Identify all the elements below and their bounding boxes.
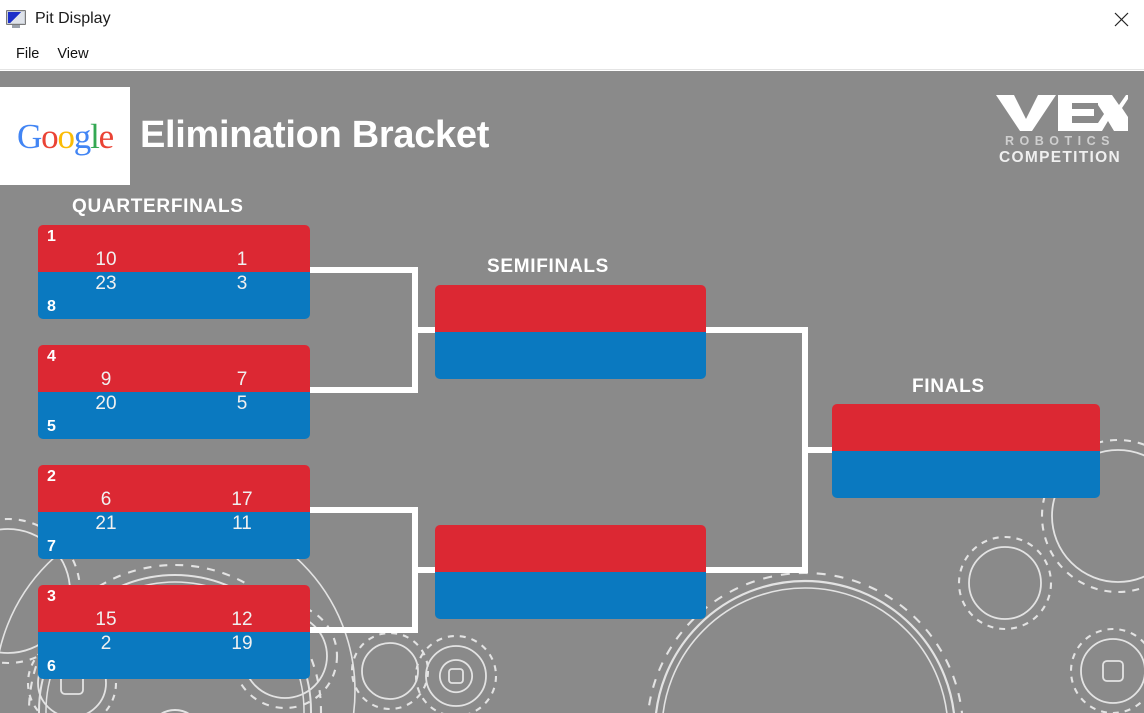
round-label-quarterfinals: QUARTERFINALS <box>72 196 244 217</box>
alliance-teams: 23 3 <box>38 273 310 295</box>
match-qf1[interactable]: 1 10 1 8 23 3 <box>38 225 310 319</box>
alliance-teams: 6 17 <box>38 489 310 511</box>
alliance-blue[interactable] <box>832 451 1100 498</box>
menu-item-view[interactable]: View <box>57 45 89 62</box>
team-number: 9 <box>100 369 112 390</box>
connector-sf1-horizontal <box>704 327 808 333</box>
sponsor-logo-google: Google <box>0 87 130 185</box>
connector-finals-stub <box>802 447 834 453</box>
team-number: 11 <box>232 513 252 534</box>
connector-sf2-horizontal <box>704 567 808 573</box>
google-letter-g2: g <box>73 116 92 156</box>
alliance-seed: 6 <box>47 658 56 675</box>
team-number: 21 <box>95 513 117 534</box>
page-title: Elimination Bracket <box>140 114 490 156</box>
vex-robotics-logo: ROBOTICS COMPETITION <box>986 89 1134 167</box>
alliance-red[interactable] <box>435 285 706 332</box>
alliance-blue[interactable]: 5 20 5 <box>38 392 310 439</box>
vex-wordmark-icon <box>996 95 1128 131</box>
alliance-blue[interactable]: 8 23 3 <box>38 272 310 319</box>
match-sf2[interactable] <box>435 525 706 619</box>
alliance-red[interactable]: 2 6 17 <box>38 465 310 512</box>
vex-robotics-text: ROBOTICS <box>1005 134 1115 148</box>
match-qf4[interactable]: 3 15 12 6 2 19 <box>38 585 310 679</box>
match-finals[interactable] <box>832 404 1100 498</box>
match-sf1[interactable] <box>435 285 706 379</box>
alliance-blue[interactable]: 7 21 11 <box>38 512 310 559</box>
connector-qf1-horizontal <box>308 267 418 273</box>
google-letter-g: G <box>17 116 42 156</box>
team-number: 6 <box>100 489 112 510</box>
alliance-seed: 5 <box>47 418 56 435</box>
alliance-red[interactable]: 1 10 1 <box>38 225 310 272</box>
alliance-teams: 15 12 <box>38 609 310 631</box>
google-letter-e: e <box>98 116 115 156</box>
round-label-semifinals: SEMIFINALS <box>487 256 610 277</box>
window-title: Pit Display <box>35 10 111 27</box>
team-number: 23 <box>95 273 117 294</box>
alliance-blue[interactable] <box>435 572 706 619</box>
alliance-teams: 21 11 <box>38 513 310 535</box>
team-number: 19 <box>231 633 253 654</box>
alliance-red[interactable] <box>435 525 706 572</box>
team-number: 5 <box>236 393 248 414</box>
alliance-seed: 7 <box>47 538 56 555</box>
alliance-seed: 2 <box>47 468 56 485</box>
alliance-seed: 1 <box>47 228 56 245</box>
connector-sf1-stub <box>412 327 438 333</box>
connector-qf2-horizontal <box>308 387 418 393</box>
alliance-teams: 20 5 <box>38 393 310 415</box>
title-bar: Pit Display <box>0 0 1144 38</box>
team-number: 10 <box>95 249 117 270</box>
google-wordmark: Google <box>17 116 115 156</box>
team-number: 15 <box>95 609 117 630</box>
team-number: 3 <box>236 273 248 294</box>
round-label-finals: FINALS <box>912 376 985 397</box>
team-number: 2 <box>100 633 112 654</box>
team-number: 12 <box>231 609 253 630</box>
alliance-blue[interactable] <box>435 332 706 379</box>
alliance-teams: 9 7 <box>38 369 310 391</box>
connector-qf3-horizontal <box>308 507 418 513</box>
team-number: 7 <box>236 369 248 390</box>
alliance-red[interactable]: 4 9 7 <box>38 345 310 392</box>
match-qf3[interactable]: 2 6 17 7 21 11 <box>38 465 310 559</box>
menu-item-file[interactable]: File <box>16 45 40 62</box>
team-number: 20 <box>95 393 117 414</box>
alliance-seed: 3 <box>47 588 56 605</box>
alliance-red[interactable]: 3 15 12 <box>38 585 310 632</box>
match-qf2[interactable]: 4 9 7 5 20 5 <box>38 345 310 439</box>
google-letter-o1: o <box>41 116 59 156</box>
google-letter-l: l <box>90 116 100 156</box>
google-letter-o2: o <box>57 116 75 156</box>
alliance-seed: 8 <box>47 298 56 315</box>
connector-qf4-horizontal <box>308 627 418 633</box>
vex-competition-text: COMPETITION <box>999 149 1121 166</box>
alliance-blue[interactable]: 6 2 19 <box>38 632 310 679</box>
close-icon[interactable] <box>1098 0 1144 38</box>
bracket-stage: Google Elimination Bracket ROBOTICS COMP… <box>0 71 1144 713</box>
alliance-teams: 2 19 <box>38 633 310 655</box>
alliance-red[interactable] <box>832 404 1100 451</box>
alliance-seed: 4 <box>47 348 56 365</box>
menu-bar: File View <box>0 38 1144 70</box>
alliance-teams: 10 1 <box>38 249 310 271</box>
team-number: 17 <box>231 489 253 510</box>
monitor-icon <box>6 10 26 28</box>
connector-sf2-stub <box>412 567 438 573</box>
team-number: 1 <box>236 249 248 270</box>
